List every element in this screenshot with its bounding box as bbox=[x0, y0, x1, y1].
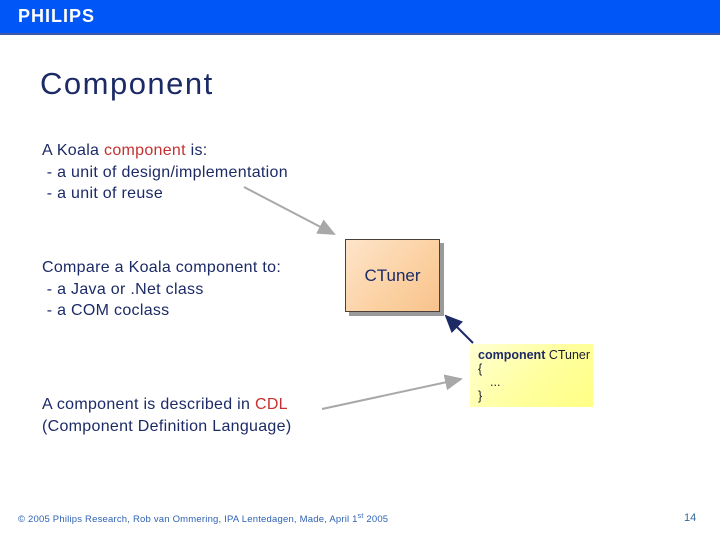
arrow-code-to-ctuner bbox=[444, 314, 474, 344]
text-line: (Component Definition Language) bbox=[42, 417, 292, 435]
page-title: Component bbox=[40, 66, 214, 101]
copyright-tail: 2005 bbox=[363, 514, 389, 526]
code-name: CTuner bbox=[545, 348, 591, 362]
compare-text: Compare a Koala component to: - a Java o… bbox=[42, 257, 281, 322]
highlight-cdl: CDL bbox=[254, 396, 288, 413]
cdl-code-snippet: component CTuner { ... } bbox=[470, 344, 593, 407]
text-segment: is: bbox=[185, 142, 208, 159]
bullet-design-implementation: - a unit of design/implementation bbox=[42, 163, 288, 181]
code-line-close-brace: } bbox=[478, 388, 483, 403]
page-number: 14 bbox=[684, 512, 697, 524]
highlight-component: component bbox=[104, 142, 186, 159]
text-segment: A Koala bbox=[42, 142, 105, 159]
code-line-declaration: component CTuner bbox=[478, 348, 593, 363]
arrow-cdl-to-code bbox=[321, 374, 463, 410]
copyright-main: © 2005 Philips Research, Rob van Ommerin… bbox=[18, 514, 358, 526]
ctuner-component-box: CTuner bbox=[345, 239, 440, 312]
code-keyword: component bbox=[478, 348, 546, 362]
cdl-description-text: A component is described in CDL (Compone… bbox=[42, 394, 291, 437]
copyright-text: © 2005 Philips Research, Rob van Ommerin… bbox=[18, 513, 388, 525]
koala-definition-text: A Koala component is: - a unit of design… bbox=[42, 140, 288, 205]
bullet-com-coclass: - a COM coclass bbox=[42, 302, 170, 319]
philips-banner: PHILIPS bbox=[0, 0, 720, 35]
ctuner-label: CTuner bbox=[364, 265, 421, 285]
text-line: A component is described in CDL bbox=[42, 394, 291, 416]
code-line-open-brace: { bbox=[478, 361, 483, 376]
philips-logo: PHILIPS bbox=[18, 6, 96, 26]
text-line: A Koala component is: bbox=[42, 140, 288, 162]
text-segment: A component is described in bbox=[42, 396, 255, 413]
bullet-java-net: - a Java or .Net class bbox=[42, 280, 204, 298]
bullet-reuse: - a unit of reuse bbox=[42, 185, 164, 202]
code-line-ellipsis: ... bbox=[490, 375, 501, 389]
copyright-superscript: st bbox=[357, 513, 364, 520]
text-line: Compare a Koala component to: bbox=[42, 259, 282, 276]
